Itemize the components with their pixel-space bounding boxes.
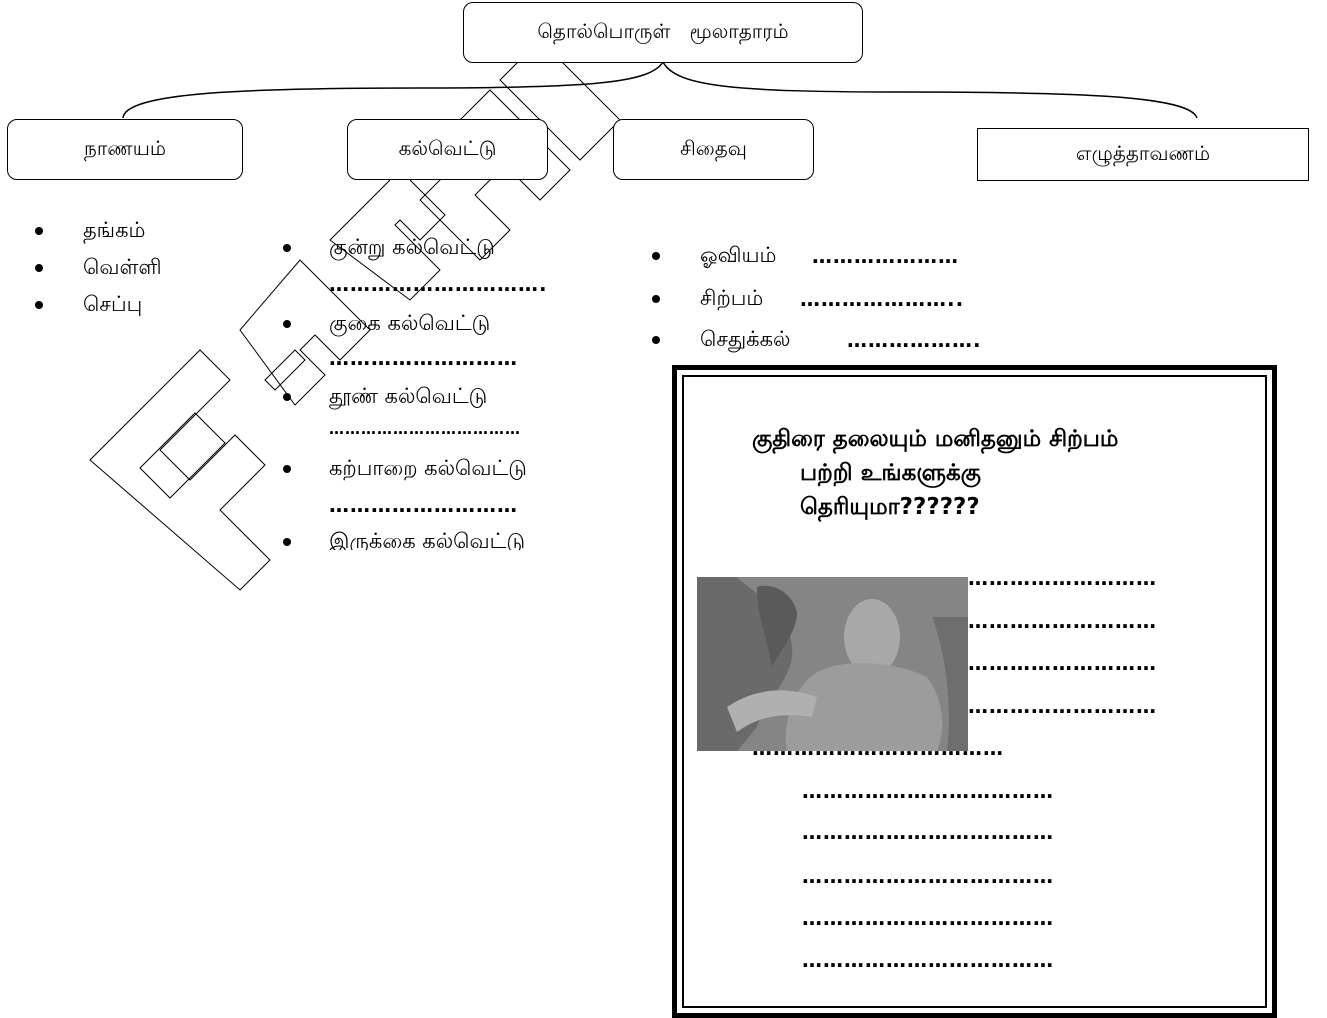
category-kalvettu: கல்வெட்டு: [347, 119, 548, 180]
answer-line: ………………………………: [802, 779, 1054, 803]
category-ezhuthavanam: எழுத்தாவணம்: [977, 128, 1309, 181]
answer-line: ………………………: [968, 694, 1157, 718]
answer-line: ………………………: [968, 566, 1157, 590]
dotted-line: ………………………….: [329, 272, 548, 296]
list-item: ஓவியம்: [652, 240, 776, 270]
dotted-line: …………………..: [800, 287, 965, 311]
category-label: கல்வெட்டு: [398, 136, 497, 160]
list-item: தங்கம்: [35, 215, 162, 252]
list-item: செப்பு: [35, 289, 162, 326]
question-line-3: தெரியுமா??????: [800, 494, 980, 520]
answer-line: ………………………: [968, 651, 1157, 675]
category-label: எழுத்தாவணம்: [1075, 141, 1211, 165]
category-nanayam: நாணயம்: [7, 119, 243, 180]
answer-line: ………………………………: [752, 736, 1004, 760]
question-line-2: பற்றி உங்களுக்கு: [800, 460, 981, 486]
list-item: வெள்ளி: [35, 252, 162, 289]
dotted-line: ………………………: [329, 346, 518, 370]
answer-line: ………………………………: [802, 820, 1054, 844]
question-frame: [672, 365, 1277, 1018]
dotted-line: ……………….: [847, 328, 982, 352]
answer-line: ………………………………: [802, 906, 1054, 930]
list-item: இருக்கை கல்வெட்டு: [283, 526, 525, 550]
list-item: சிற்பம்: [652, 283, 763, 313]
nanayam-list: தங்கம் வெள்ளி செப்பு: [35, 215, 162, 326]
question-frame-inner: [682, 375, 1267, 1008]
category-label: நாணயம்: [84, 136, 166, 160]
category-label: சிதைவு: [680, 136, 747, 160]
root-node: தொல்பொருள் மூலாதாரம்: [463, 2, 863, 63]
question-line-1: குதிரை தலையும் மனிதனும் சிற்பம்: [752, 426, 1119, 452]
dotted-line: …………………: [812, 244, 959, 268]
list-item: தூண் கல்வெட்டு: [283, 381, 487, 411]
answer-line: ………………………: [968, 609, 1157, 633]
list-item: கற்பாறை கல்வெட்டு: [283, 453, 527, 483]
list-item: செதுக்கல்: [652, 324, 790, 354]
category-sithaivu: சிதைவு: [613, 119, 814, 180]
root-label: தொல்பொருள் மூலாதாரம்: [537, 19, 789, 43]
list-item: குன்று கல்வெட்டு: [283, 232, 495, 262]
answer-line: ………………………………: [802, 948, 1054, 972]
dotted-line: ………………………: [329, 493, 518, 517]
dotted-line: ………………………………: [329, 420, 521, 438]
answer-line: ………………………………: [802, 864, 1054, 888]
list-item: குகை கல்வெட்டு: [283, 308, 490, 338]
horse-human-sculpture-image: [697, 577, 968, 751]
sculpture-shapes: [697, 577, 968, 751]
